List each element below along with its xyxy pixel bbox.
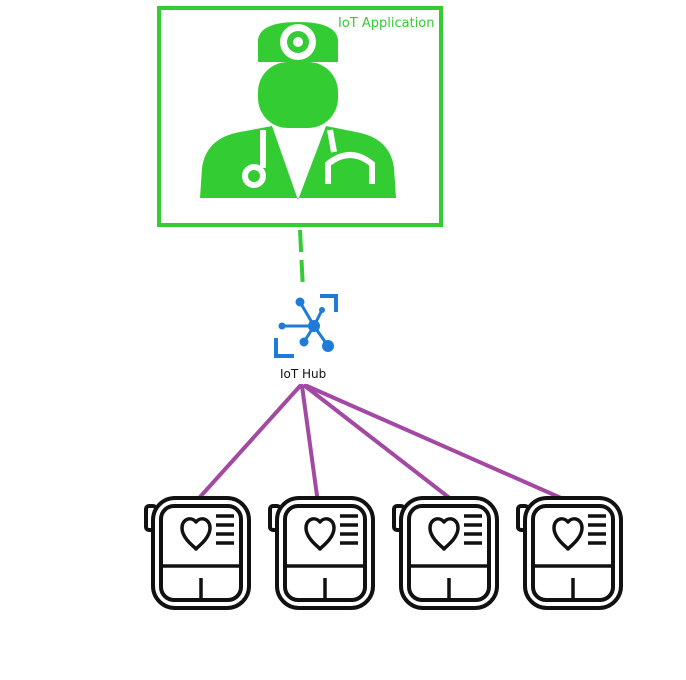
hub-to-device-2-connector bbox=[300, 384, 320, 505]
iot-hub-icon bbox=[274, 294, 338, 358]
device-1 bbox=[144, 496, 251, 610]
wearable-heart-monitor-icon bbox=[392, 496, 499, 610]
device-4 bbox=[516, 496, 623, 610]
iot-application-label: IoT Application bbox=[338, 16, 435, 31]
iot-application-node bbox=[157, 6, 443, 227]
hub-to-device-4-connector bbox=[305, 384, 579, 507]
hub-to-device-3-connector bbox=[303, 384, 458, 505]
iot-application-frame bbox=[157, 6, 443, 227]
hub-to-device-1-connector bbox=[198, 384, 302, 499]
wearable-heart-monitor-icon bbox=[144, 496, 251, 610]
app-to-hub-connector bbox=[298, 229, 305, 291]
wearable-heart-monitor-icon bbox=[516, 496, 623, 610]
wearable-heart-monitor-icon bbox=[268, 496, 375, 610]
hub-to-devices-connectors bbox=[198, 384, 579, 507]
device-2 bbox=[268, 496, 375, 610]
device-3 bbox=[392, 496, 499, 610]
doctor-icon bbox=[200, 22, 396, 200]
iot-hub-label: IoT Hub bbox=[280, 367, 327, 381]
